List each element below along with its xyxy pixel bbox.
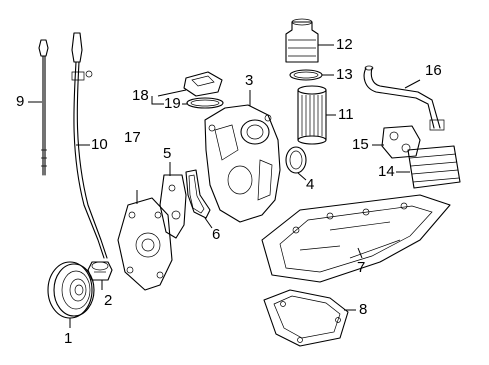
leader-18 [157, 89, 187, 97]
dipstick-tube-part [71, 32, 108, 259]
lower-oil-pan-part [263, 289, 349, 347]
leader-4 [297, 172, 307, 181]
oil-filler-cap-part [87, 261, 113, 281]
cooler-gasket-part [381, 125, 421, 159]
callout-2: 2 [104, 292, 113, 309]
callout-16: 16 [425, 62, 442, 79]
callout-4: 4 [306, 176, 315, 193]
timing-cover-part [204, 104, 281, 223]
callout-14: 14 [378, 163, 395, 180]
callout-8: 8 [359, 301, 368, 318]
callout-12: 12 [336, 36, 353, 53]
callout-15: 15 [352, 136, 369, 153]
crankshaft-pulley-part [47, 261, 95, 319]
dipstick-part [38, 39, 49, 176]
gasket-bracket-part [159, 174, 187, 239]
oil-filter-part [297, 85, 327, 145]
engine-cover-plate-part [117, 197, 173, 291]
callout-19: 19 [164, 95, 181, 112]
coolant-hose-part [363, 65, 445, 131]
oil-cooler-part [407, 145, 461, 189]
leader-18-bracket [151, 96, 164, 105]
callout-18: 18 [132, 87, 149, 104]
callout-17: 17 [124, 129, 141, 146]
gasket-part [185, 169, 211, 219]
callout-1: 1 [64, 330, 73, 347]
callout-11: 11 [338, 106, 354, 123]
callout-9: 9 [16, 93, 25, 110]
callout-13: 13 [336, 66, 353, 83]
callout-5: 5 [163, 145, 172, 162]
seal-ring-part [285, 146, 307, 174]
leader-16 [404, 79, 421, 89]
o-ring-part [289, 69, 323, 81]
callout-7: 7 [357, 259, 366, 276]
callout-10: 10 [91, 136, 108, 153]
callout-6: 6 [212, 226, 221, 243]
filter-housing-cap-part [285, 18, 319, 63]
breather-gasket-part [186, 97, 224, 109]
leader-7 [357, 247, 363, 259]
leader-6 [204, 217, 213, 229]
upper-oil-pan-part [261, 194, 451, 283]
breather-housing-part [183, 71, 223, 97]
callout-3: 3 [245, 72, 254, 89]
